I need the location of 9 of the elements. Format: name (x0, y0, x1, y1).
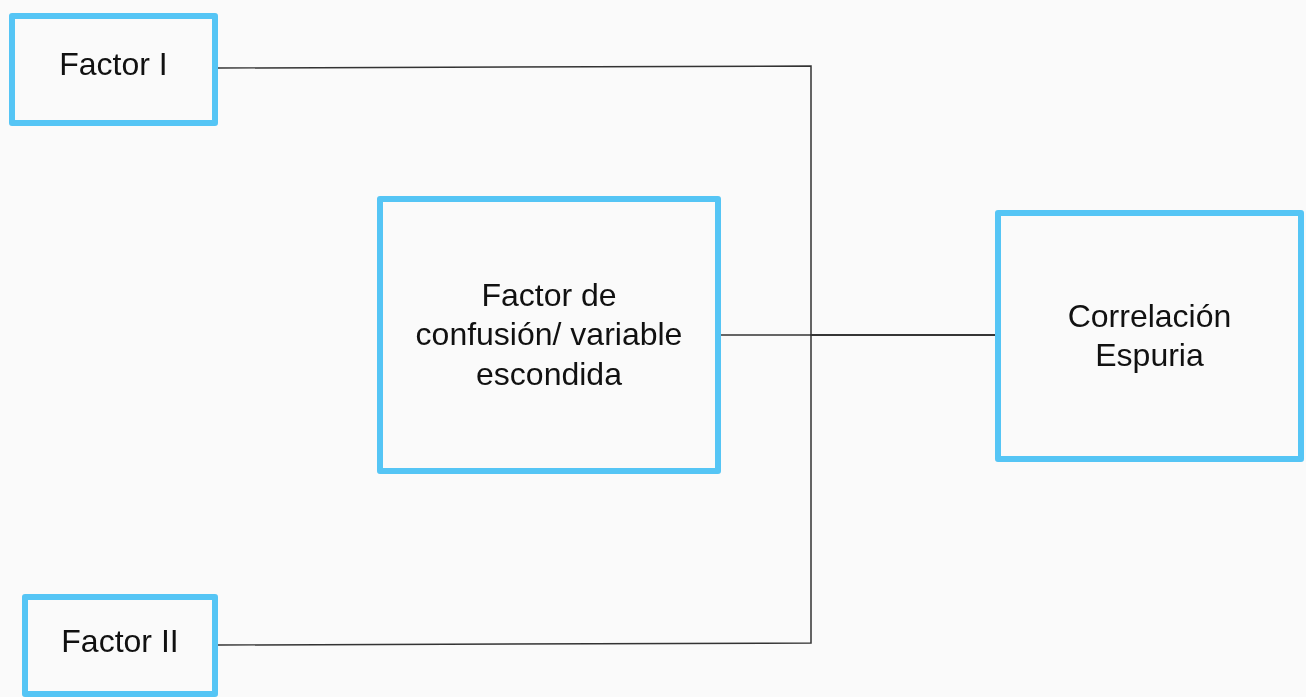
connector-line (217, 334, 996, 646)
factor-box (22, 594, 218, 697)
factor-box (377, 196, 721, 474)
factor-box (995, 210, 1304, 462)
box-label: Factor de confusión/ variable escondida (414, 276, 684, 394)
factor-box (9, 13, 218, 126)
box-label: Correlación Espuria (1066, 296, 1233, 375)
box-label: Factor II (61, 622, 179, 661)
box-label: Factor I (59, 45, 168, 84)
